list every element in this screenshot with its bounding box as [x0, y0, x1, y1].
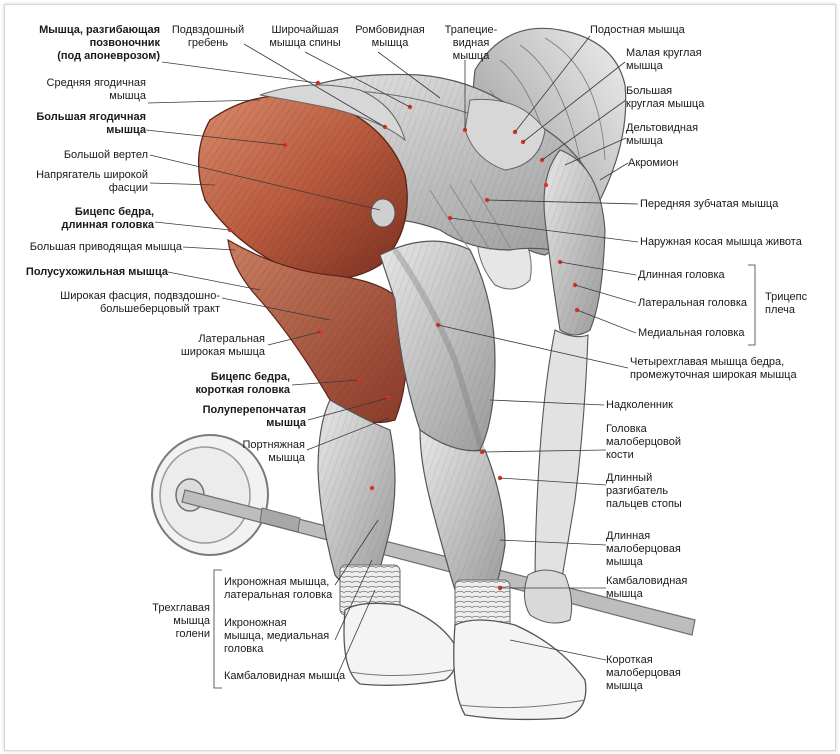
label-gluteus-medius: Средняя ягодичная мышца	[46, 77, 146, 102]
label-iliac-crest: Подвздошный гребень	[171, 24, 245, 49]
label-teres-major: Большая круглая мышца	[626, 85, 705, 110]
shoes	[343, 602, 587, 721]
label-gastrocnemius-lateral: Икроножная мышца, латеральная головка	[224, 576, 333, 601]
label-adductor-magnus: Большая приводящая мышца	[29, 241, 182, 253]
label-tensor-fasciae-latae: Напрягатель широкой фасции	[36, 169, 148, 194]
label-triceps-brachii: Трицепс плеча	[765, 291, 808, 316]
thighs	[227, 238, 496, 452]
label-triceps-lateral-head: Латеральная головка	[638, 297, 748, 309]
label-deltoid: Дельтовидная мышца	[626, 122, 699, 147]
label-latissimus-dorsi: Широчайшая мышца спины	[269, 24, 341, 49]
hand-far	[524, 569, 573, 624]
label-gluteus-maximus: Большая ягодичная мышца	[36, 111, 146, 136]
label-external-oblique: Наружная косая мышца живота	[640, 236, 802, 248]
label-fibula-head: Головка малоберцовой кости	[606, 423, 682, 461]
label-biceps-femoris-long: Бицепс бедра, длинная головка	[61, 206, 154, 231]
arm-far-forearm	[534, 329, 589, 591]
lower-legs	[317, 399, 511, 631]
label-biceps-femoris-short: Бицепс бедра, короткая головка	[195, 371, 290, 396]
label-greater-trochanter: Большой вертел	[63, 149, 148, 161]
label-triceps-surae: Трехглавая мышца голени	[152, 602, 210, 640]
label-extensor-digitorum-longus: Длинный разгибатель пальцев стопы	[606, 472, 682, 510]
label-peroneus-brevis: Короткая малоберцовая мышца	[606, 654, 681, 692]
label-patella: Надколенник	[606, 399, 673, 411]
gluteus-medius	[259, 84, 406, 142]
label-sartorius: Портняжная мышца	[242, 439, 305, 464]
barbell-collar	[259, 507, 301, 533]
label-quadriceps-vastus-intermedius: Четырехглавая мышца бедра, промежуточная…	[630, 356, 797, 381]
leader-lines	[145, 35, 756, 689]
label-trapezius: Трапецие- видная мышца	[444, 24, 498, 62]
label-acromion: Акромион	[628, 157, 679, 169]
label-infraspinatus: Подостная мышца	[590, 24, 685, 36]
label-vastus-lateralis: Латеральная широкая мышца	[180, 333, 265, 358]
label-soleus-right: Камбаловидная мышца	[606, 575, 688, 600]
label-gastrocnemius-medial: Икроножная мышца, медиальная головка	[224, 617, 330, 655]
label-semitendinosus: Полусухожильная мышца	[25, 266, 168, 278]
label-semimembranosus: Полуперепончатая мышца	[202, 404, 306, 429]
arm-far	[524, 149, 606, 624]
it-band	[392, 248, 485, 451]
label-peroneus-longus: Длинная малоберцовая мышца	[606, 530, 681, 568]
label-triceps-long-head: Длинная головка	[638, 269, 725, 281]
shoe-near	[343, 602, 457, 686]
shoe-far	[453, 619, 587, 721]
label-triceps-medial-head: Медиальная головка	[638, 327, 745, 339]
greater-trochanter	[370, 198, 396, 228]
label-fascia-lata: Широкая фасция, подвздошно- большеберцов…	[60, 290, 220, 315]
label-serratus-anterior: Передняя зубчатая мышца	[640, 198, 779, 210]
label-soleus-left: Камбаловидная мышца	[224, 670, 346, 682]
scapula	[464, 98, 546, 171]
label-erector-spinae: Мышца, разгибающая позвоночник (под апон…	[39, 24, 160, 62]
label-rhomboid: Ромбовидная мышца	[355, 24, 425, 49]
label-teres-minor: Малая круглая мышца	[626, 47, 702, 72]
hair-strands	[489, 37, 606, 231]
